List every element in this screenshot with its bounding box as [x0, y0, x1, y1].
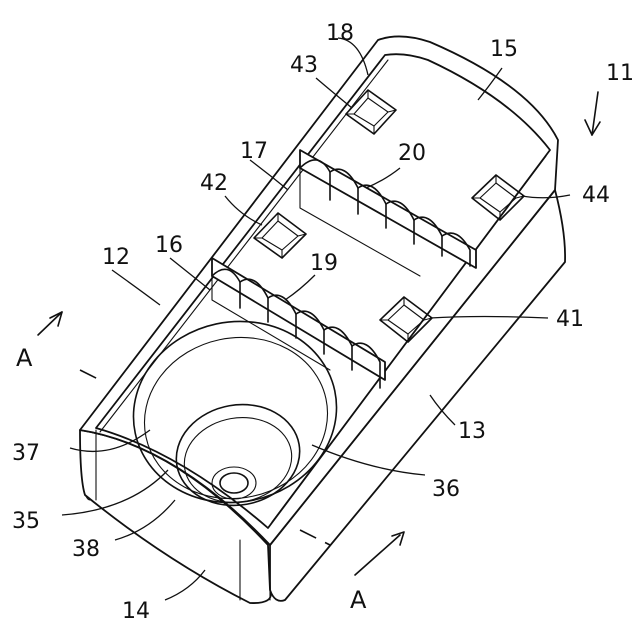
- section-label-a-left: A: [16, 344, 33, 372]
- label-36: 36: [432, 477, 460, 502]
- label-15: 15: [490, 37, 518, 62]
- label-14: 14: [122, 599, 150, 624]
- label-35: 35: [12, 509, 40, 534]
- label-37: 37: [12, 441, 40, 466]
- label-41: 41: [556, 307, 584, 332]
- label-43: 43: [290, 53, 318, 78]
- label-42: 42: [200, 171, 228, 196]
- label-16: 16: [155, 233, 183, 258]
- label-19: 19: [310, 251, 338, 276]
- label-20: 20: [398, 141, 426, 166]
- label-11: 11: [606, 61, 634, 86]
- label-17: 17: [240, 139, 268, 164]
- section-label-a-right: A: [350, 586, 367, 614]
- direction-arrow-11: [585, 92, 600, 135]
- label-18: 18: [326, 21, 354, 46]
- label-13: 13: [458, 419, 486, 444]
- label-38: 38: [72, 537, 100, 562]
- label-12: 12: [102, 245, 130, 270]
- label-44: 44: [582, 183, 610, 208]
